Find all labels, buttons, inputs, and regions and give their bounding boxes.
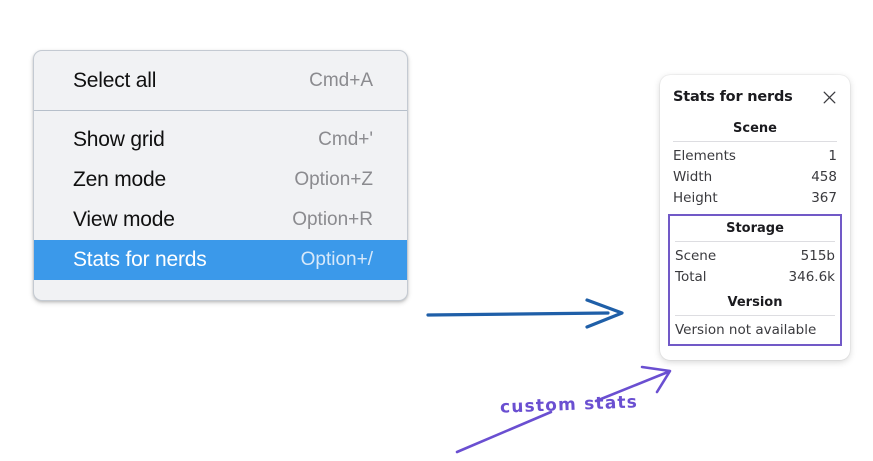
menu-item-label: Stats for nerds (73, 248, 207, 271)
storage-section-heading: Storage (726, 221, 784, 236)
stat-value: 1 (828, 147, 837, 164)
menu-item-zen-mode[interactable]: Zen mode Option+Z (34, 160, 407, 200)
menu-divider (34, 110, 407, 111)
stat-key: Scene (675, 247, 717, 264)
stat-key: Height (673, 189, 718, 206)
version-value: Version not available (675, 322, 817, 338)
stat-key: Elements (673, 147, 736, 164)
storage-divider (675, 241, 835, 242)
menu-item-shortcut: Option+Z (294, 169, 373, 190)
blue-arrow-icon (426, 298, 624, 329)
close-icon[interactable] (822, 90, 837, 105)
menu-item-shortcut: Option+/ (300, 249, 373, 270)
menu-section-2: Show grid Cmd+' Zen mode Option+Z View m… (34, 111, 407, 300)
context-menu[interactable]: Select all Cmd+A Show grid Cmd+' Zen mod… (33, 50, 408, 301)
stats-panel-title: Stats for nerds (673, 89, 793, 105)
menu-item-shortcut: Cmd+' (318, 129, 373, 150)
stat-key: Total (675, 268, 707, 285)
stat-row-height: Height 367 (673, 187, 837, 208)
menu-section-1: Select all Cmd+A (34, 51, 407, 110)
stat-row-storage-total: Total 346.6k (675, 266, 835, 287)
stats-for-nerds-panel: Stats for nerds Scene Elements 1 Width 4… (660, 75, 850, 360)
custom-stats-annotation-label: custom stats (499, 392, 639, 418)
stat-value: 346.6k (788, 268, 835, 285)
menu-item-shortcut: Cmd+A (309, 70, 373, 91)
menu-item-shortcut: Option+R (292, 209, 373, 230)
menu-item-stats-for-nerds[interactable]: Stats for nerds Option+/ (34, 240, 407, 280)
stat-key: Width (673, 168, 713, 185)
stat-value: 458 (811, 168, 837, 185)
menu-bottom-padding (34, 280, 407, 300)
scene-section-heading: Scene (733, 121, 777, 136)
stat-value: 367 (811, 189, 837, 206)
version-divider (675, 315, 835, 316)
stat-row-elements: Elements 1 (673, 145, 837, 166)
menu-item-view-mode[interactable]: View mode Option+R (34, 200, 407, 240)
stats-panel-header: Stats for nerds (673, 89, 837, 105)
menu-item-label: Select all (73, 69, 157, 92)
stat-row-width: Width 458 (673, 166, 837, 187)
menu-item-select-all[interactable]: Select all Cmd+A (34, 61, 407, 101)
menu-item-show-grid[interactable]: Show grid Cmd+' (34, 120, 407, 160)
version-section-heading: Version (727, 295, 783, 310)
custom-stats-highlight-region: Storage Scene 515b Total 346.6k Version … (668, 214, 842, 346)
purple-underline-stroke (455, 410, 553, 454)
menu-item-label: View mode (73, 208, 175, 231)
stat-value: 515b (800, 247, 835, 264)
menu-item-label: Zen mode (73, 168, 166, 191)
stat-row-storage-scene: Scene 515b (675, 245, 835, 266)
scene-divider (673, 141, 837, 142)
menu-item-label: Show grid (73, 128, 165, 151)
